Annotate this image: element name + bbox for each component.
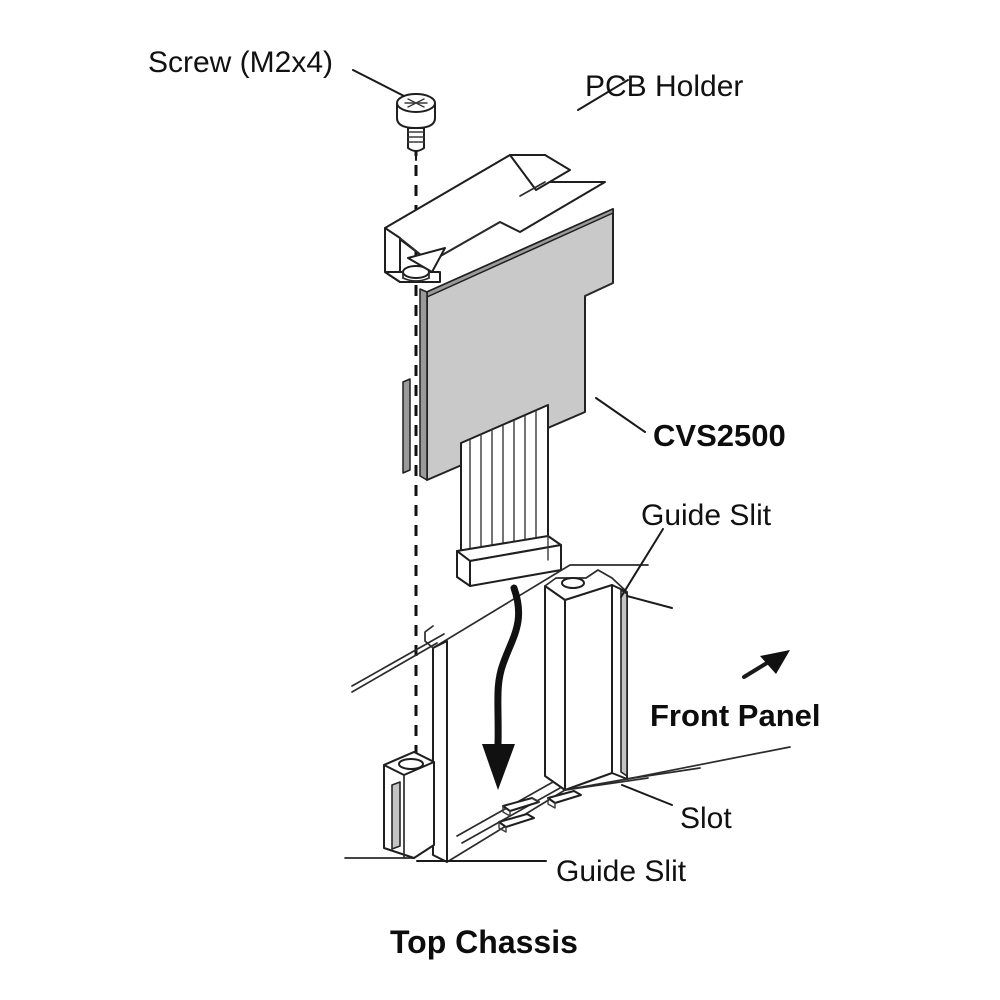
slot-group (498, 790, 582, 833)
label-screw: Screw (M2x4) (148, 46, 333, 79)
guide-post (383, 751, 435, 859)
screw-icon (396, 93, 436, 161)
label-cvs2500: CVS2500 (653, 418, 786, 453)
label-guide-slit-bottom: Guide Slit (556, 855, 687, 888)
pcb-holder-part (384, 154, 606, 283)
top-chassis-part (344, 564, 791, 863)
board-guide-tab (402, 378, 411, 474)
guide-slit-top-leader-line (620, 528, 664, 598)
guide-slit-top-leader-line-2 (626, 595, 673, 609)
cvs2500-leader-line (595, 397, 646, 433)
direction-arrow-icon (742, 650, 790, 679)
label-front-panel: Front Panel (650, 698, 821, 733)
label-guide-slit-top: Guide Slit (641, 499, 772, 532)
ribbon-connector (456, 535, 562, 587)
label-slot: Slot (680, 802, 732, 835)
caption-top-chassis: Top Chassis (390, 924, 578, 960)
label-pcb-holder: PCB Holder (585, 70, 743, 103)
slot-leader-line (621, 784, 673, 806)
panel-hole (561, 577, 585, 589)
guide-slit-post (391, 781, 401, 850)
cvs2500-board (402, 208, 614, 481)
insertion-arrow-icon (482, 584, 523, 790)
pcb-holder-leader-line (577, 79, 629, 111)
screw-leader-line (352, 69, 405, 97)
guide-slit-upper (620, 589, 628, 777)
